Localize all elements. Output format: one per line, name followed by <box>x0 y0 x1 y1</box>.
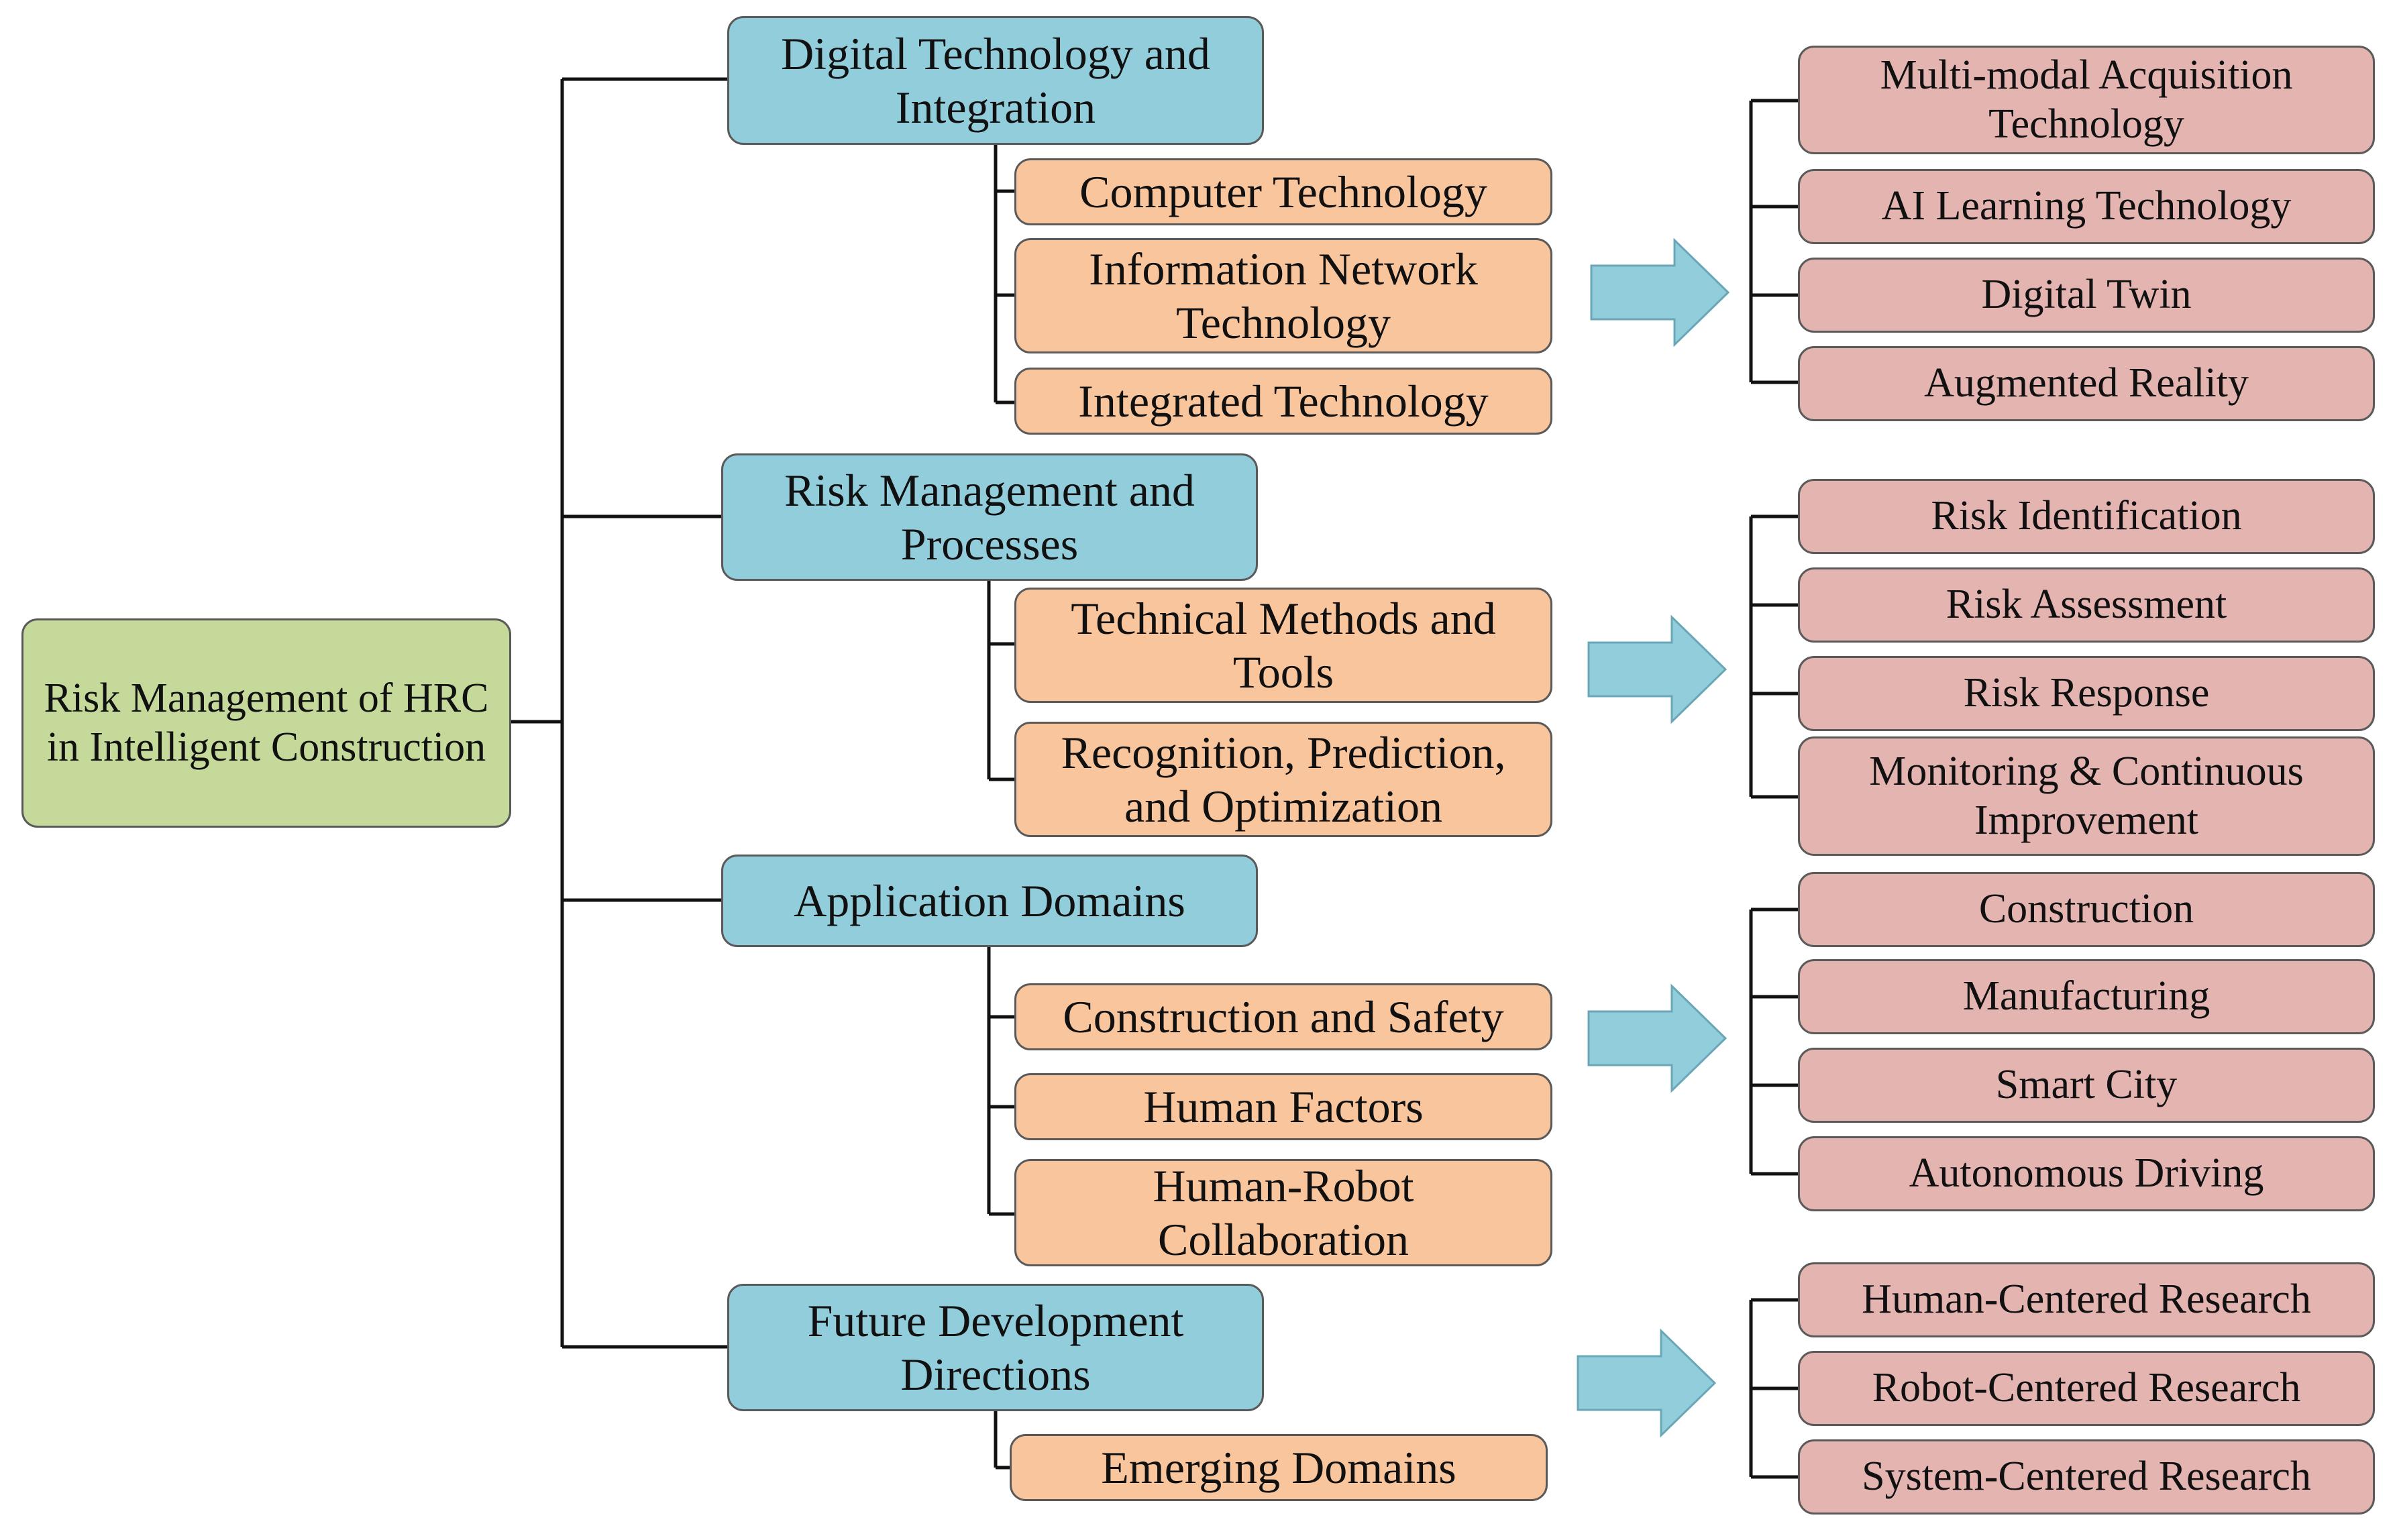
root-label: Risk Management of HRC in Intelligent Co… <box>44 675 489 770</box>
outcome-augmented-reality: Augmented Reality <box>1798 346 2375 421</box>
outcome-label: Human-Centered Research <box>1862 1276 2311 1323</box>
subtopic-label: Emerging Domains <box>1101 1441 1456 1493</box>
arrow-4 <box>1577 1328 1717 1438</box>
outcome-label: Smart City <box>1995 1062 2178 1108</box>
root-node: Risk Management of HRC in Intelligent Co… <box>21 618 511 828</box>
outcome-risk-response: Risk Response <box>1798 656 2375 731</box>
outcome-ai-learning: AI Learning Technology <box>1798 169 2375 244</box>
subtopic-human-factors: Human Factors <box>1014 1073 1552 1140</box>
outcome-multimodal-acquisition: Multi-modal Acquisition Technology <box>1798 46 2375 154</box>
subtopic-information-network-technology: Information Network Technology <box>1014 238 1552 353</box>
outcome-label: Risk Assessment <box>1946 582 2227 628</box>
subtopic-label: Computer Technology <box>1079 166 1487 217</box>
outcome-label: Digital Twin <box>1981 272 2192 318</box>
outcome-label: System-Centered Research <box>1862 1453 2311 1500</box>
subtopic-label: Technical Methods and Tools <box>1071 592 1496 698</box>
outcome-label: Risk Response <box>1963 670 2210 716</box>
outcome-human-centered-research: Human-Centered Research <box>1798 1262 2375 1337</box>
subtopic-label: Construction and Safety <box>1063 991 1504 1042</box>
category-label: Application Domains <box>794 875 1185 926</box>
outcome-construction: Construction <box>1798 872 2375 947</box>
outcome-label: Augmented Reality <box>1924 360 2249 406</box>
subtopic-label: Human-Robot Collaboration <box>1153 1160 1414 1265</box>
arrow-2 <box>1587 614 1727 724</box>
outcome-digital-twin: Digital Twin <box>1798 258 2375 333</box>
outcome-label: Construction <box>1978 886 2194 932</box>
outcome-manufacturing: Manufacturing <box>1798 959 2375 1034</box>
subtopic-computer-technology: Computer Technology <box>1014 158 1552 225</box>
subtopic-technical-methods: Technical Methods and Tools <box>1014 588 1552 703</box>
subtopic-construction-safety: Construction and Safety <box>1014 983 1552 1050</box>
subtopic-emerging-domains: Emerging Domains <box>1010 1434 1548 1501</box>
arrow-3 <box>1587 983 1727 1093</box>
outcome-label: Risk Identification <box>1931 493 2242 539</box>
category-risk-management-processes: Risk Management and Processes <box>721 453 1258 581</box>
subtopic-human-robot-collaboration: Human-Robot Collaboration <box>1014 1159 1552 1266</box>
arrow-1 <box>1590 237 1730 347</box>
category-future-development: Future Development Directions <box>727 1284 1264 1411</box>
subtopic-recognition-prediction: Recognition, Prediction, and Optimizatio… <box>1014 722 1552 837</box>
outcome-smart-city: Smart City <box>1798 1048 2375 1123</box>
outcome-risk-identification: Risk Identification <box>1798 479 2375 554</box>
outcome-label: AI Learning Technology <box>1881 183 2292 229</box>
outcome-label: Autonomous Driving <box>1909 1150 2264 1197</box>
outcome-robot-centered-research: Robot-Centered Research <box>1798 1351 2375 1426</box>
outcome-risk-assessment: Risk Assessment <box>1798 567 2375 643</box>
outcome-label: Multi-modal Acquisition Technology <box>1880 52 2293 147</box>
subtopic-label: Integrated Technology <box>1078 375 1489 427</box>
category-label: Digital Technology and Integration <box>781 28 1210 133</box>
subtopic-label: Information Network Technology <box>1089 243 1478 348</box>
outcome-monitoring-improvement: Monitoring & Continuous Improvement <box>1798 736 2375 856</box>
outcome-autonomous-driving: Autonomous Driving <box>1798 1136 2375 1211</box>
outcome-label: Manufacturing <box>1962 973 2211 1020</box>
category-label: Future Development Directions <box>807 1295 1184 1400</box>
outcome-system-centered-research: System-Centered Research <box>1798 1439 2375 1515</box>
category-application-domains: Application Domains <box>721 855 1258 947</box>
subtopic-label: Human Factors <box>1143 1081 1424 1132</box>
subtopic-label: Recognition, Prediction, and Optimizatio… <box>1061 726 1506 832</box>
subtopic-integrated-technology: Integrated Technology <box>1014 368 1552 435</box>
outcome-label: Robot-Centered Research <box>1872 1365 2301 1411</box>
category-digital-technology: Digital Technology and Integration <box>727 16 1264 145</box>
category-label: Risk Management and Processes <box>784 464 1195 569</box>
outcome-label: Monitoring & Continuous Improvement <box>1869 748 2304 843</box>
